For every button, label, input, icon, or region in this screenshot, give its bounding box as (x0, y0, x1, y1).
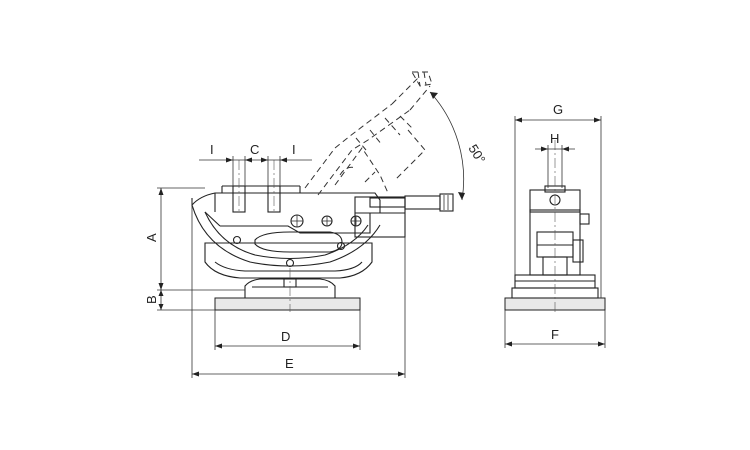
pin-3 (336, 241, 346, 251)
pin-2 (285, 258, 295, 268)
base-plate (214, 297, 361, 311)
front-view: G H F (504, 102, 606, 348)
angle-arc (429, 91, 465, 201)
dim-G: G (553, 102, 563, 117)
front-lock (579, 213, 590, 225)
dim-I-right: I (292, 142, 296, 157)
side-view: 50° I C I A B D (144, 71, 489, 378)
lead-screw (369, 197, 406, 208)
pin-1 (232, 235, 242, 245)
front-side-knob (572, 239, 584, 263)
screw-shaft (404, 195, 441, 210)
dim-I-left: I (210, 142, 214, 157)
dim-C: C (250, 142, 259, 157)
jaw-body (191, 192, 381, 234)
dim-B: B (144, 295, 159, 304)
dim-E: E (285, 356, 294, 371)
dim-F: F (551, 327, 559, 342)
tilted-jaw-outline (304, 71, 433, 196)
angle-label: 50° (465, 142, 488, 167)
screw-handle-square (439, 193, 454, 212)
tilt-cradle (204, 242, 373, 279)
arc-body-outer (191, 204, 381, 267)
arc-slot (254, 231, 343, 253)
dim-A: A (144, 233, 159, 242)
dim-D: D (281, 329, 290, 344)
screw-housing (354, 196, 406, 238)
dim-H: H (550, 131, 559, 146)
